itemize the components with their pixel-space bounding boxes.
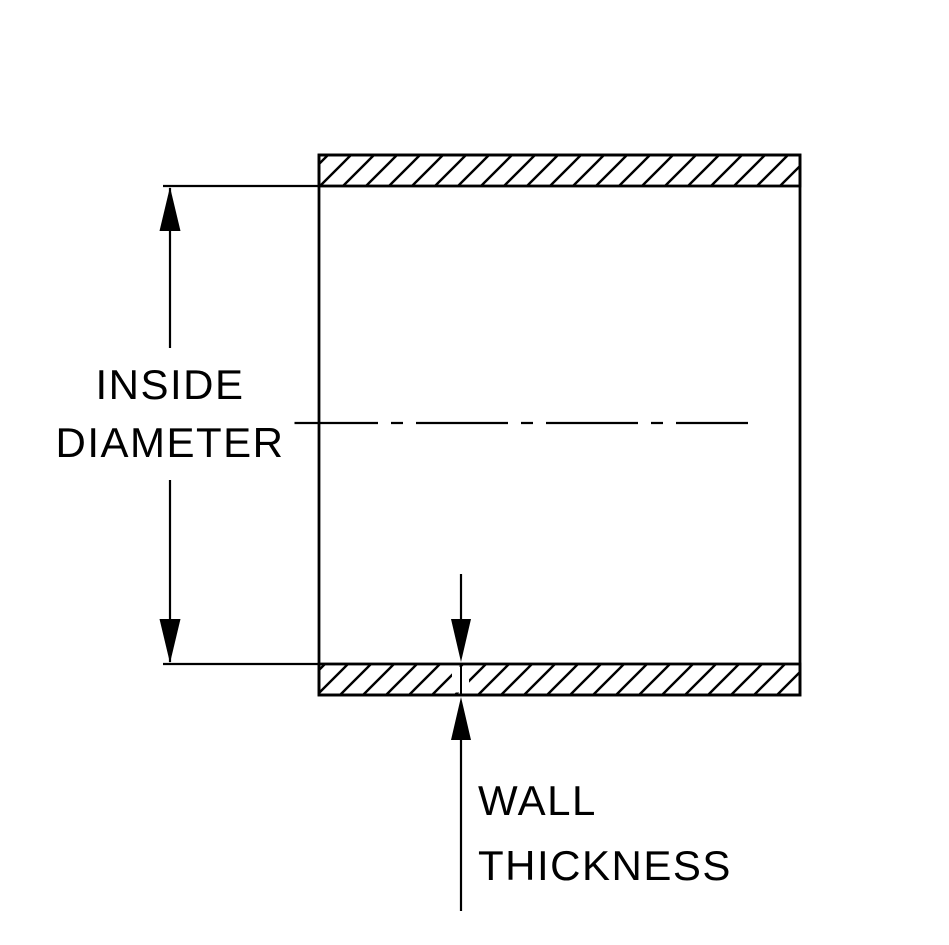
arrow-down [159, 619, 181, 663]
arrow-up [159, 187, 181, 231]
wall-arrow-up [451, 697, 471, 740]
inside-diameter-label: INSIDE DIAMETER [45, 348, 295, 480]
wall-thickness-label-line2: THICKNESS [478, 842, 732, 889]
tube-outline [317, 153, 802, 697]
bottom-wall-hatch [317, 662, 802, 697]
inside-diameter-label-line1: INSIDE [95, 361, 245, 408]
inside-diameter-label-line2: DIAMETER [55, 419, 285, 466]
wall-thickness-label: WALL THICKNESS [478, 768, 732, 898]
wall-thickness-label-line1: WALL [478, 777, 597, 824]
wall-arrow-down [451, 619, 471, 662]
top-wall-hatch [317, 153, 802, 188]
